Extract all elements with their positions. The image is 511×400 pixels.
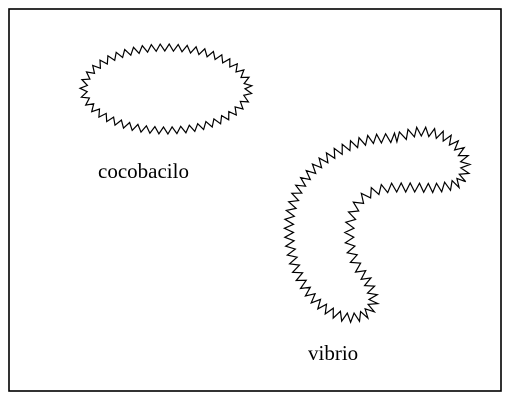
vibrio-label: vibrio [308,341,358,365]
figure-frame [9,9,501,391]
coccobacillus-label: cocobacilo [98,159,189,183]
